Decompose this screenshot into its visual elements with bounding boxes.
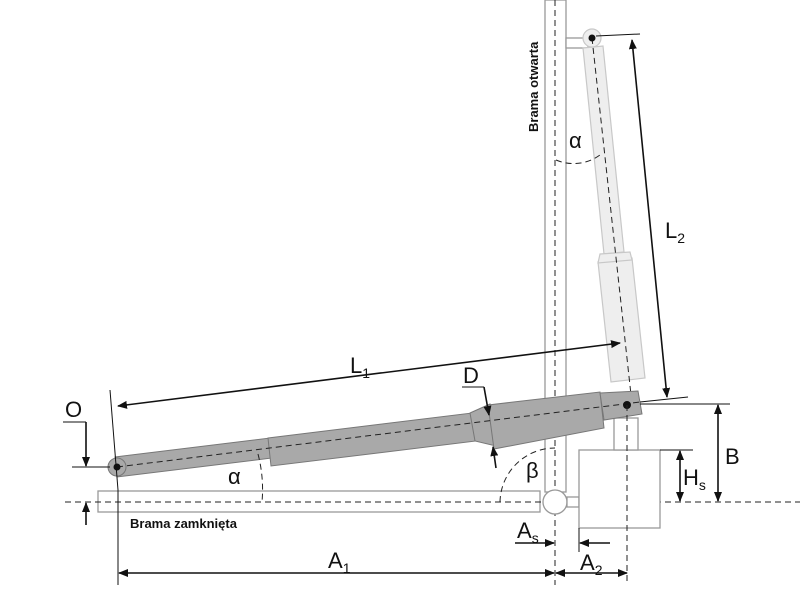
label-A2: A2	[580, 550, 603, 578]
label-alpha: α	[228, 464, 241, 489]
beta-arc	[499, 447, 556, 503]
label-L2: L2	[665, 218, 685, 246]
mounting-bracket	[578, 449, 661, 529]
label-A1: A1	[328, 548, 351, 576]
open-gate-label: Brama otwarta	[526, 41, 541, 132]
closed-gate-leaf	[65, 490, 800, 513]
bracket-post	[613, 417, 639, 451]
label-alpha-open: α	[569, 128, 582, 153]
dimension-L2	[628, 39, 671, 398]
dimension-D-top	[483, 386, 492, 416]
label-Hs: Hs	[683, 465, 706, 493]
label-B: B	[725, 444, 740, 469]
label-D: D	[463, 363, 479, 388]
label-L1: L1	[350, 353, 370, 381]
hinge-icon	[542, 489, 568, 515]
hinge-tab	[566, 496, 580, 508]
dimension-D-bottom	[490, 446, 499, 469]
label-beta: β	[526, 458, 539, 483]
label-As: As	[517, 518, 539, 546]
dimension-L1	[117, 340, 621, 409]
closed-gate-label: Brama zamknięta	[130, 516, 238, 531]
alpha-arc	[257, 453, 264, 503]
label-O: O	[65, 397, 82, 422]
alpha-arc-open	[555, 154, 601, 165]
